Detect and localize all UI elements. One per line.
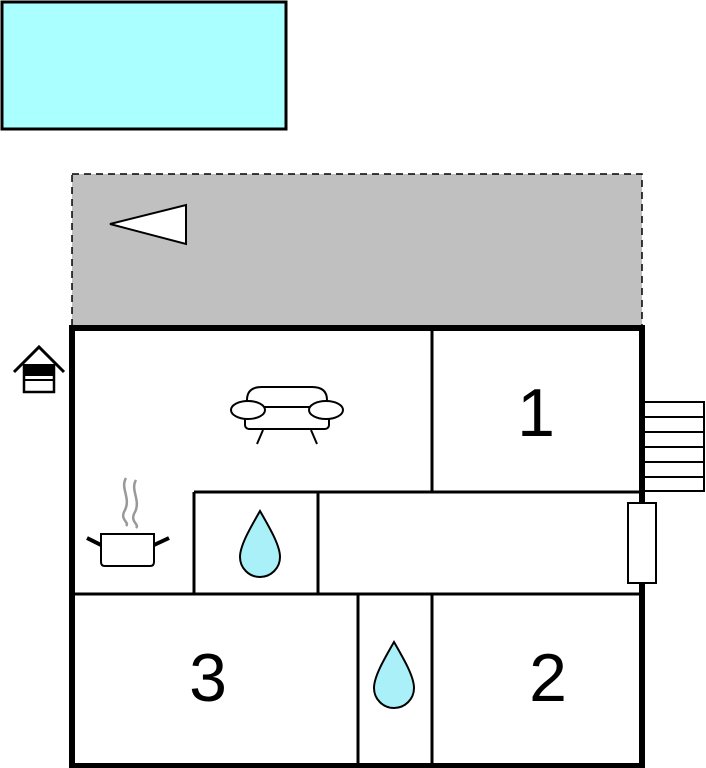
room-number-3: 3 <box>189 640 227 716</box>
entrance-house-icon <box>12 344 66 394</box>
direction-arrow-icon <box>109 203 187 246</box>
room-number-2: 2 <box>529 640 567 716</box>
interior-walls <box>72 328 642 766</box>
room-number-1: 1 <box>517 375 555 451</box>
stairs-icon <box>642 401 705 492</box>
terrace <box>71 173 643 329</box>
door-icon <box>627 502 657 584</box>
pool <box>0 0 288 131</box>
water-drop-icon <box>238 509 282 578</box>
cooking-pot-icon <box>86 477 170 567</box>
water-drop-icon <box>372 640 416 709</box>
sofa-icon <box>230 386 344 445</box>
